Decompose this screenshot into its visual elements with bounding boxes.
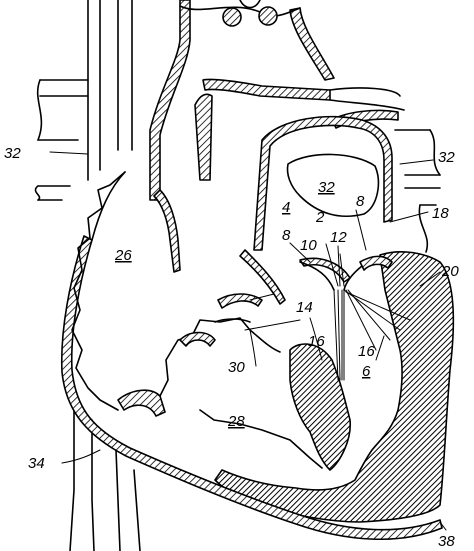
label-16-left: 16 [308,333,325,350]
label-8-left: 8 [282,227,291,244]
label-12: 12 [330,229,347,246]
aorta [149,0,335,201]
right-atrium [71,171,181,417]
pulmonary-vein-right [394,129,441,253]
label-6: 6 [362,363,371,380]
label-38: 38 [438,533,455,550]
right-ventricle [159,317,323,469]
label-20: 20 [441,263,459,280]
label-32-right: 32 [438,149,455,166]
vena-cava [69,0,141,551]
label-4: 4 [282,199,290,216]
leader-lines [49,151,447,531]
heart-outer-wall [60,171,443,541]
label-30: 30 [228,359,245,376]
label-32-left: 32 [4,145,21,162]
label-10: 10 [300,237,317,254]
label-16-right: 16 [358,343,375,360]
label-2: 2 [315,209,325,226]
label-28: 28 [227,413,245,430]
label-32-center: 32 [318,179,335,196]
pulmonary-vein-left [34,79,89,201]
mitral-valve [299,253,411,381]
label-14: 14 [296,299,313,316]
interventricular-septum [217,249,393,309]
label-8-right: 8 [356,193,365,210]
left-atrium [253,115,393,251]
label-26: 26 [114,247,132,264]
reference-labels: 32 32 32 4 2 18 8 10 12 8 20 26 14 16 16… [4,145,459,550]
label-18: 18 [432,205,449,222]
label-34: 34 [28,455,45,472]
